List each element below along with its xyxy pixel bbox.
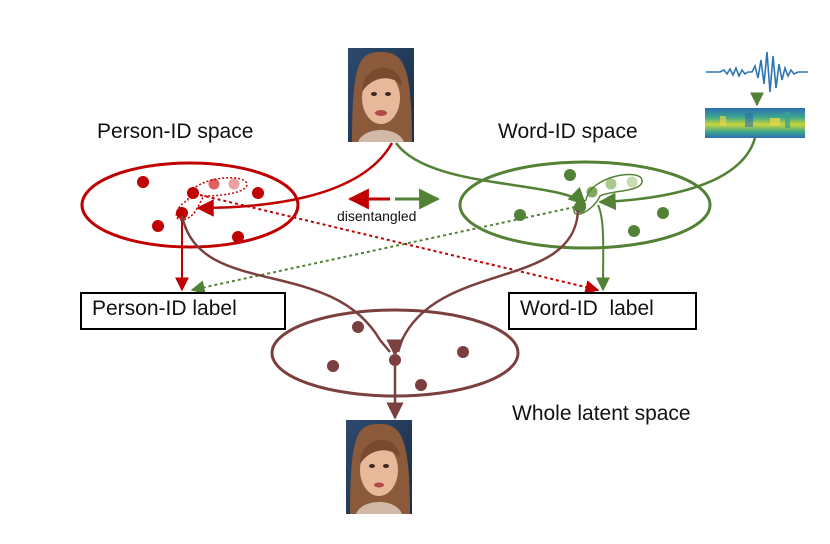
- face-to-person-arrow: [196, 142, 394, 217]
- word-id-points: [514, 169, 669, 237]
- input-face-image: [348, 48, 414, 142]
- person-id-label-box: Person-ID label: [80, 292, 286, 330]
- person-id-space-title: Person-ID space: [97, 120, 254, 143]
- word-id-label-text: Word-ID label: [520, 297, 654, 320]
- word-id-space-title: Word-ID space: [498, 120, 638, 143]
- person-to-word-label-dotted-arrow: [199, 194, 600, 294]
- person-id-space-ellipse: [80, 161, 300, 249]
- word-id-space-ellipse: [458, 160, 712, 250]
- audio-waveform-icon: [706, 51, 808, 107]
- whole-latent-space-title: Whole latent space: [512, 402, 691, 425]
- word-to-latent-arrow: [396, 209, 580, 353]
- person-to-latent-arrow: [180, 215, 391, 353]
- word-id-label-box: Word-ID label: [508, 292, 697, 330]
- whole-latent-points: [327, 321, 469, 391]
- disentangled-label: disentangled: [337, 208, 417, 224]
- output-face-image: [346, 420, 412, 514]
- person-id-points: [137, 176, 264, 243]
- word-to-label-arrow: [596, 204, 611, 292]
- person-id-label-text: Person-ID label: [92, 297, 237, 320]
- face-to-word-arrow: [394, 142, 587, 206]
- word-to-person-label-dotted-arrow: [190, 206, 576, 295]
- spectrogram-image: [705, 108, 805, 138]
- audio-to-word-arrow: [598, 137, 757, 211]
